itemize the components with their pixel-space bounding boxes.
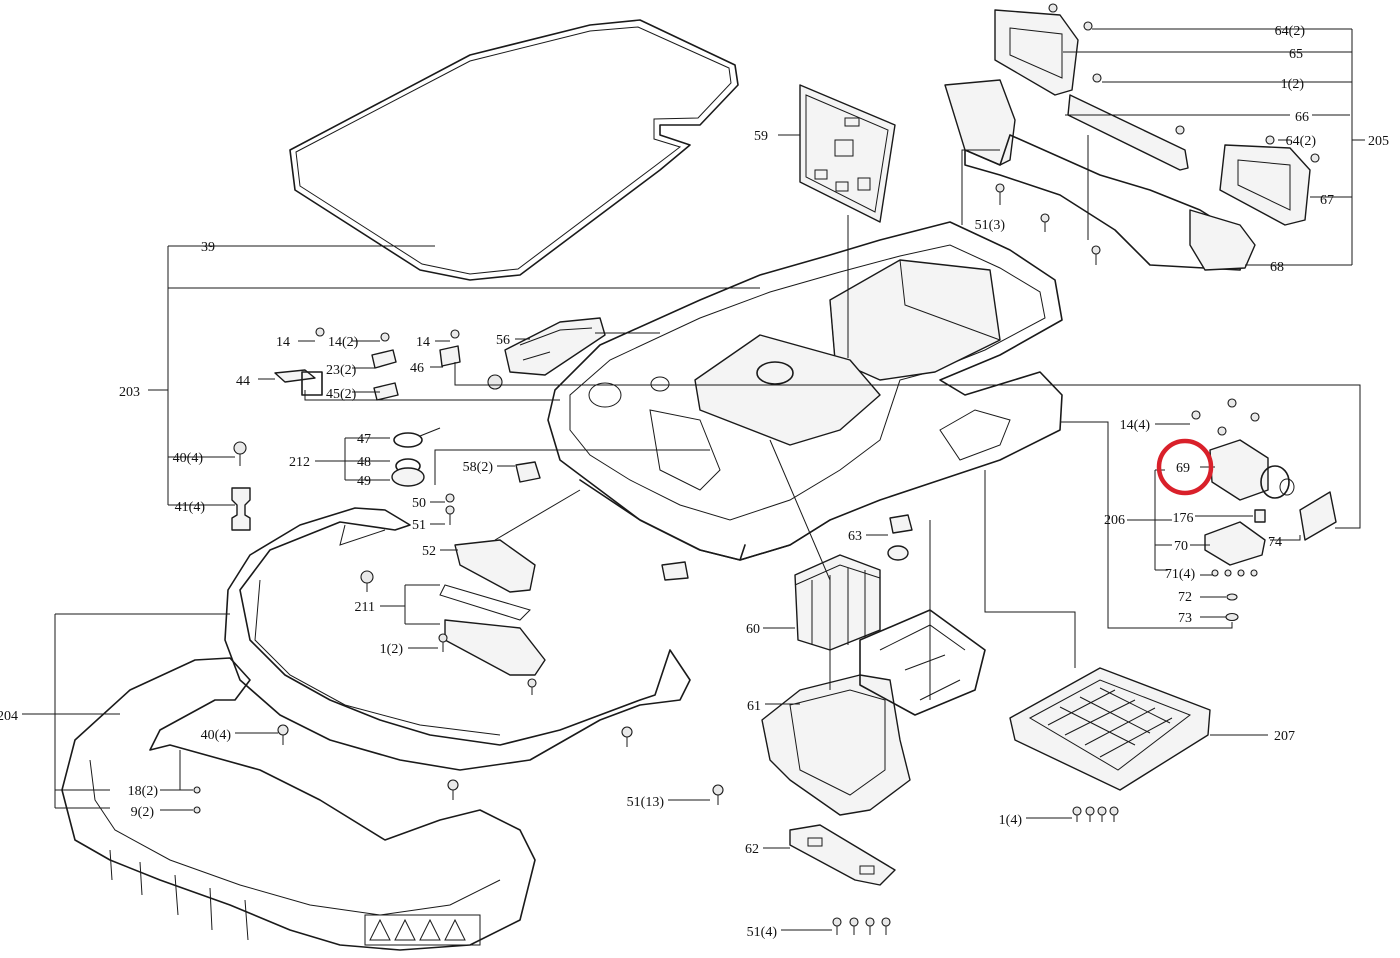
label-18-2: 18(2)	[128, 784, 159, 799]
label-41-4: 41(4)	[175, 500, 206, 515]
label-206: 206	[1104, 513, 1125, 528]
label-58-2: 58(2)	[463, 460, 494, 475]
label-51-13: 51(13)	[627, 795, 665, 810]
label-51-3: 51(3)	[975, 218, 1006, 233]
label-1-4: 1(4)	[999, 813, 1023, 828]
motor-assembly-69	[1204, 439, 1337, 566]
label-72: 72	[1178, 590, 1192, 605]
label-71-4: 71(4)	[1165, 567, 1196, 582]
label-205: 205	[1368, 134, 1389, 149]
label-44: 44	[236, 374, 250, 389]
label-1-2-top: 1(2)	[1281, 77, 1305, 92]
label-52: 52	[422, 544, 436, 559]
label-64-2-mid: 64(2)	[1286, 134, 1317, 149]
label-61: 61	[747, 699, 761, 714]
bumper-frame	[224, 507, 691, 771]
label-46: 46	[410, 361, 424, 376]
label-49: 49	[357, 474, 371, 489]
label-212: 212	[289, 455, 310, 470]
label-59: 59	[754, 129, 768, 144]
label-23-2: 23(2)	[326, 363, 357, 378]
label-51-4: 51(4)	[747, 925, 778, 940]
label-66: 66	[1295, 110, 1309, 125]
leader-lines	[22, 28, 1365, 931]
handle-assembly-65-68	[944, 9, 1311, 271]
label-63: 63	[848, 529, 862, 544]
highlight-circle	[1156, 438, 1214, 496]
label-14-a: 14	[276, 335, 290, 350]
label-62: 62	[745, 842, 759, 857]
label-14-2: 14(2)	[328, 335, 359, 350]
label-9-2: 9(2)	[131, 805, 155, 820]
label-64-2-top: 64(2)	[1275, 24, 1306, 39]
label-211: 211	[355, 600, 375, 615]
battery-60	[794, 554, 881, 651]
circuit-board-59	[799, 84, 896, 223]
label-65: 65	[1289, 47, 1303, 62]
label-56: 56	[496, 333, 510, 348]
rear-bumper-204	[61, 657, 536, 951]
label-74: 74	[1268, 535, 1282, 550]
label-204: 204	[0, 709, 18, 724]
screws	[193, 3, 1320, 935]
label-69: 69	[1176, 461, 1190, 476]
plate-62	[789, 824, 896, 886]
label-73: 73	[1178, 611, 1192, 626]
gasket-39	[289, 19, 739, 281]
label-67: 67	[1320, 193, 1334, 208]
cover-207	[1009, 667, 1211, 791]
label-51-single: 51	[412, 518, 426, 533]
battery-box-61	[761, 609, 986, 816]
label-68: 68	[1270, 260, 1284, 275]
label-60: 60	[746, 622, 760, 637]
label-14-4: 14(4)	[1120, 418, 1151, 433]
label-70: 70	[1174, 539, 1188, 554]
part-labels: 64(2) 65 1(2) 66 64(2) 205 67 68 51(3) 5…	[0, 24, 1389, 940]
label-40-4-top: 40(4)	[173, 451, 204, 466]
label-40-4-bottom: 40(4)	[201, 728, 232, 743]
label-39: 39	[201, 240, 215, 255]
label-207: 207	[1274, 729, 1295, 744]
label-1-2-mid: 1(2)	[380, 642, 404, 657]
label-48: 48	[357, 455, 371, 470]
label-203: 203	[119, 385, 140, 400]
label-14-c: 14	[416, 335, 430, 350]
label-47: 47	[357, 432, 371, 447]
main-chassis	[547, 221, 1063, 561]
label-45-2: 45(2)	[326, 387, 357, 402]
label-50: 50	[412, 496, 426, 511]
label-176: 176	[1173, 511, 1194, 526]
